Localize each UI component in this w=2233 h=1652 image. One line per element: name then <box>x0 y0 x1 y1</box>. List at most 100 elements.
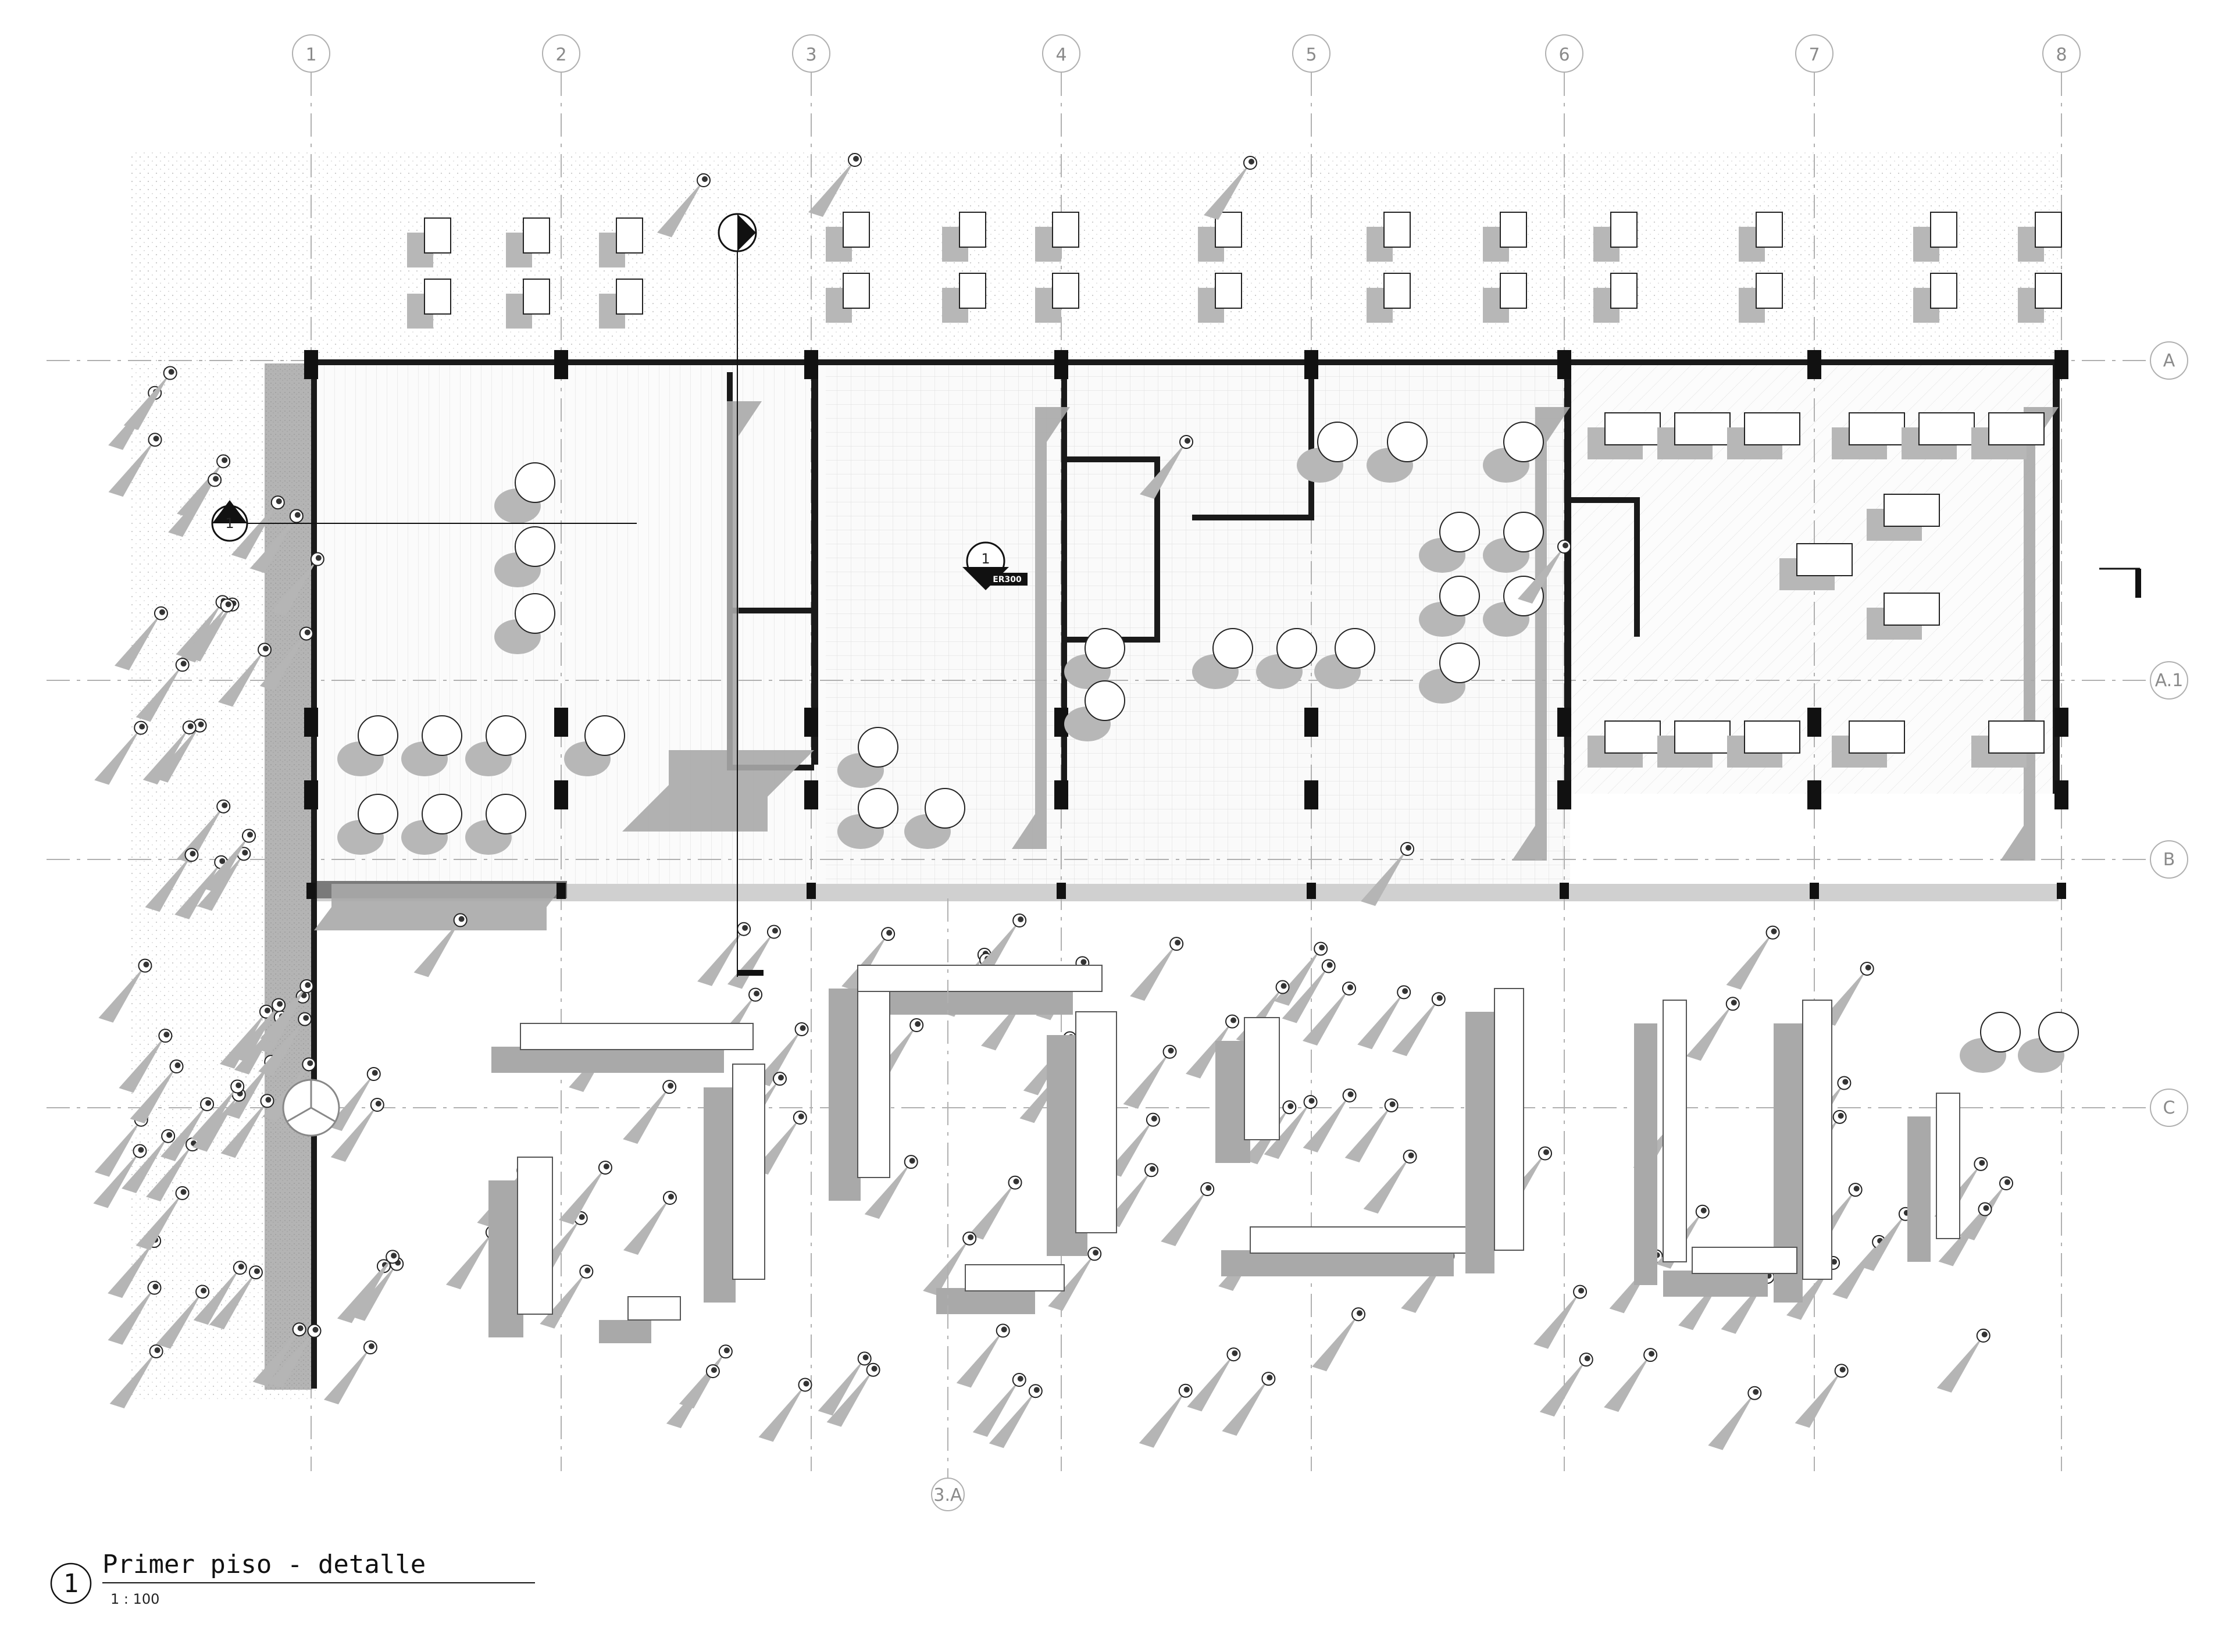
rect-table <box>1657 720 1731 768</box>
rect-table <box>1198 212 1242 262</box>
rect-table <box>1727 412 1800 459</box>
person-figure <box>1795 1364 1849 1428</box>
rect-table <box>1367 273 1411 323</box>
person-figure <box>180 598 234 663</box>
person-figure <box>1222 1372 1276 1436</box>
person-figure <box>1533 1285 1588 1349</box>
column <box>1304 350 1318 379</box>
counter <box>1221 1226 1483 1276</box>
column <box>304 708 318 737</box>
round-table <box>1367 422 1428 483</box>
rect-table <box>1867 593 1940 640</box>
person-figure <box>252 1322 306 1387</box>
grid-column-label: 5 <box>1305 45 1317 65</box>
grid-column-label: 6 <box>1558 45 1569 65</box>
person-figure <box>956 1323 1010 1388</box>
column <box>1304 780 1318 809</box>
section-line-marker <box>718 213 764 977</box>
grid-row-bubbles: AA.1BC <box>2150 341 2188 1127</box>
rect-table <box>506 217 550 267</box>
round-table <box>1297 422 1358 483</box>
person-figure <box>323 1340 377 1405</box>
round-table <box>837 788 898 849</box>
person-figure <box>122 1129 176 1193</box>
person-figure <box>413 913 468 977</box>
person-figure <box>220 1094 274 1158</box>
person-figure <box>327 1067 381 1132</box>
grid-row-bubble-B: B <box>2150 840 2188 879</box>
rect-table <box>599 279 643 329</box>
counter <box>829 991 890 1201</box>
person-figure <box>923 1231 977 1296</box>
grid-column-label: 3 <box>805 45 816 65</box>
person-figure <box>1363 1150 1417 1214</box>
person-figure <box>755 1022 809 1087</box>
person-figure <box>1303 1088 1357 1153</box>
rect-table <box>1198 273 1242 323</box>
person-figure <box>1139 1383 1193 1448</box>
round-table <box>1314 628 1375 689</box>
rect-table <box>1739 212 1783 262</box>
person-figure <box>231 495 285 560</box>
column <box>306 883 316 899</box>
grid-column-bubble-1: 1 <box>292 34 330 73</box>
person-figure <box>135 658 190 722</box>
person-figure <box>1282 959 1336 1023</box>
rect-table <box>1913 273 1957 323</box>
counter <box>1465 988 1524 1273</box>
view-number-bubble <box>50 1562 92 1604</box>
rect-table <box>506 279 550 329</box>
person-figure <box>1123 1044 1177 1109</box>
rect-table <box>1657 412 1731 459</box>
rect-table <box>1971 412 2045 459</box>
structural-columns <box>304 350 2068 899</box>
person-figure <box>1357 985 1411 1050</box>
counter <box>1774 1000 1832 1303</box>
person-figure <box>232 998 286 1062</box>
grid-column-bubble-8: 8 <box>2042 34 2081 73</box>
person-figure <box>679 1344 733 1409</box>
rect-table <box>826 212 870 262</box>
person-figure <box>94 720 148 785</box>
counter <box>1047 1011 1117 1256</box>
person-figure <box>808 153 862 217</box>
person-figure <box>727 925 781 989</box>
grid-row-label: A <box>2163 351 2175 371</box>
rect-table <box>1593 273 1638 323</box>
counter <box>1634 1000 1687 1285</box>
person-figure <box>119 1029 173 1093</box>
grid-row-bubble-A: A <box>2150 341 2188 380</box>
grid-row-bubble-C: C <box>2150 1089 2188 1127</box>
round-table <box>1192 628 1253 689</box>
drawing-scale: 1 : 100 <box>110 1591 159 1607</box>
person-figure <box>864 1155 918 1219</box>
person-figure <box>1274 941 1328 1006</box>
column <box>1054 350 1068 379</box>
person-figure <box>1130 937 1184 1001</box>
column <box>304 780 318 809</box>
shadow <box>314 884 564 930</box>
person-figure <box>1361 842 1414 906</box>
person-figure <box>623 1191 677 1255</box>
cast-shadows <box>314 401 2059 930</box>
rect-table <box>1832 720 1905 768</box>
rect-table <box>1588 412 1661 459</box>
counter <box>1663 1247 1797 1297</box>
person-figure <box>657 173 711 237</box>
round-table <box>564 715 625 776</box>
column <box>1057 883 1066 899</box>
column <box>304 350 318 379</box>
person-figure <box>1604 1348 1658 1412</box>
furniture-tables <box>337 212 2079 1073</box>
column <box>554 708 568 737</box>
person-figure <box>135 1186 190 1250</box>
counter <box>491 1023 754 1073</box>
column <box>1054 780 1068 809</box>
round-table <box>1256 628 1317 689</box>
person-figure <box>826 1362 880 1427</box>
person-figure <box>259 626 313 691</box>
rect-table <box>407 217 451 267</box>
person-figure <box>1832 1234 1886 1299</box>
column <box>804 708 818 737</box>
